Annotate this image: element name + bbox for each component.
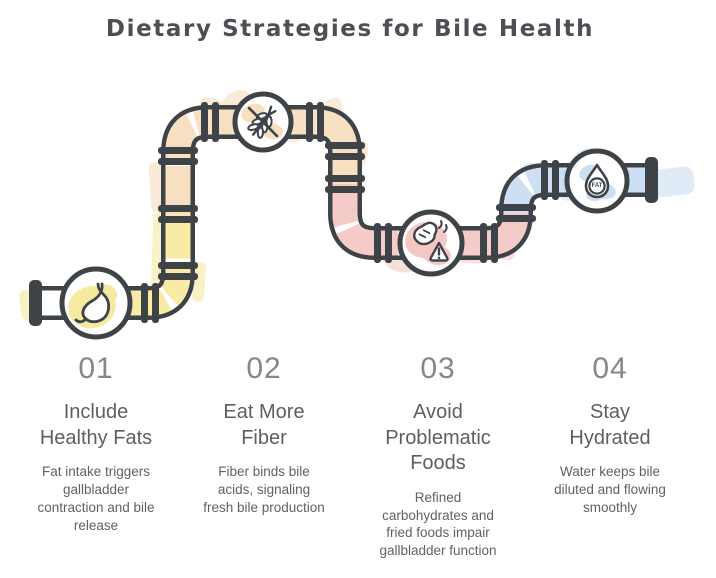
fat-drop-label: FAT [592,183,603,189]
pipe-end-cap-right [645,157,658,203]
step-title: Avoid Problematic Foods [385,401,491,475]
step-column: 01 Include Healthy Fats Fat intake trigg… [11,340,181,534]
step-column: 02 Eat More Fiber Fiber binds bile acids… [179,340,349,517]
step-title: Eat More Fiber [223,401,305,449]
step-description: Refined carbohydrates and fried foods im… [379,489,497,559]
step-number: 03 [420,352,456,385]
page-title: Dietary Strategies for Bile Health [105,16,595,42]
pipe-flanges [141,102,559,323]
step-number: 02 [246,352,282,385]
step-column: 03 Avoid Problematic Foods Refined carbo… [353,340,523,560]
pipe-network [42,105,650,320]
step-number: 04 [592,352,628,385]
steps-section: 01 Include Healthy Fats Fat intake trigg… [0,340,716,578]
step-title: Stay Hydrated [569,401,651,449]
step-description: Fat intake triggers gallbladder contract… [37,464,155,533]
step-description: Water keeps bile diluted and flowing smo… [554,464,666,515]
pipe-diagram: FAT [18,90,695,340]
step-column: 04 Stay Hydrated Water keeps bile dilute… [525,340,695,517]
no-wheat-icon [232,91,294,153]
water-drop-fat-icon: FAT [564,148,630,214]
fried-food-warning-icon [397,209,465,277]
stomach-icon [59,266,133,340]
pipe-end-cap-left [29,280,42,326]
step-title: Include Healthy Fats [39,401,153,449]
step-number: 01 [78,352,114,385]
step-description: Fiber binds bile acids, signaling fresh … [203,464,325,515]
